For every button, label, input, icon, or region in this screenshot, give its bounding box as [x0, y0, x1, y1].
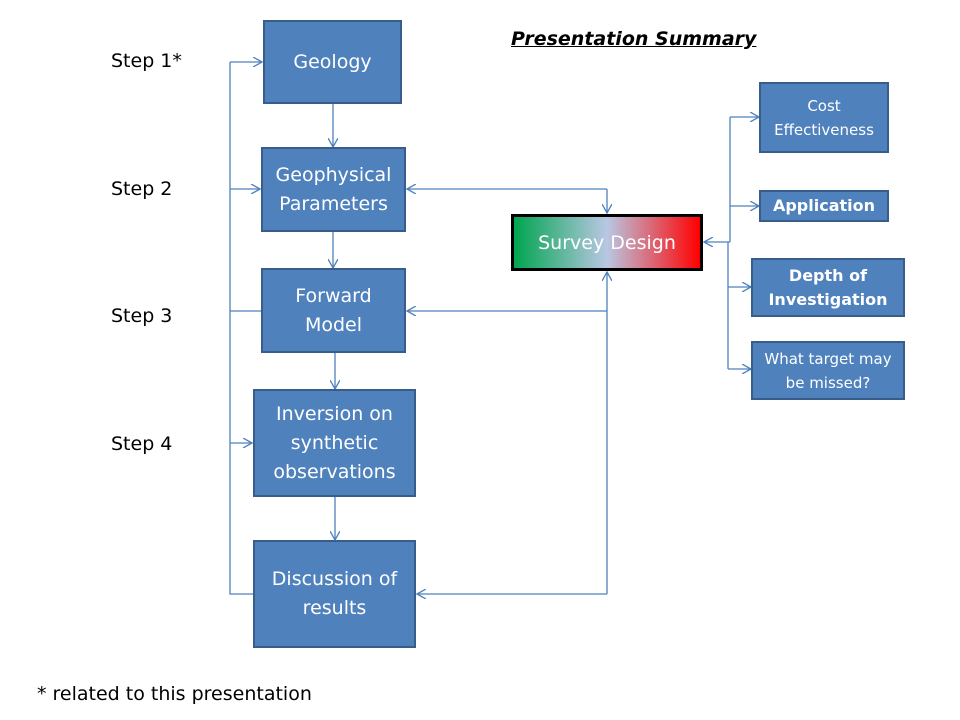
- geology-box: Geology: [263, 20, 402, 104]
- forward-model-box: Forward Model: [261, 268, 406, 353]
- geophysical-parameters-box: Geophysical Parameters: [261, 147, 406, 232]
- survey-design-box: Survey Design: [511, 214, 703, 271]
- step-1-label: Step 1*: [111, 50, 182, 72]
- presentation-summary-title: Presentation Summary: [511, 28, 757, 50]
- loop-left-line: [229, 62, 253, 595]
- step-2-label: Step 2: [111, 178, 173, 200]
- application-box: Application: [759, 190, 889, 222]
- step-3-label: Step 3: [111, 305, 173, 327]
- depth-of-investigation-box: Depth of Investigation: [751, 258, 905, 317]
- inversion-box: Inversion on synthetic observations: [253, 389, 416, 497]
- footnote: * related to this presentation: [37, 683, 312, 705]
- discussion-box: Discussion of results: [253, 540, 416, 648]
- step-4-label: Step 4: [111, 433, 173, 455]
- cost-effectiveness-box: Cost Effectiveness: [759, 82, 889, 153]
- missed-target-box: What target may be missed?: [751, 341, 905, 400]
